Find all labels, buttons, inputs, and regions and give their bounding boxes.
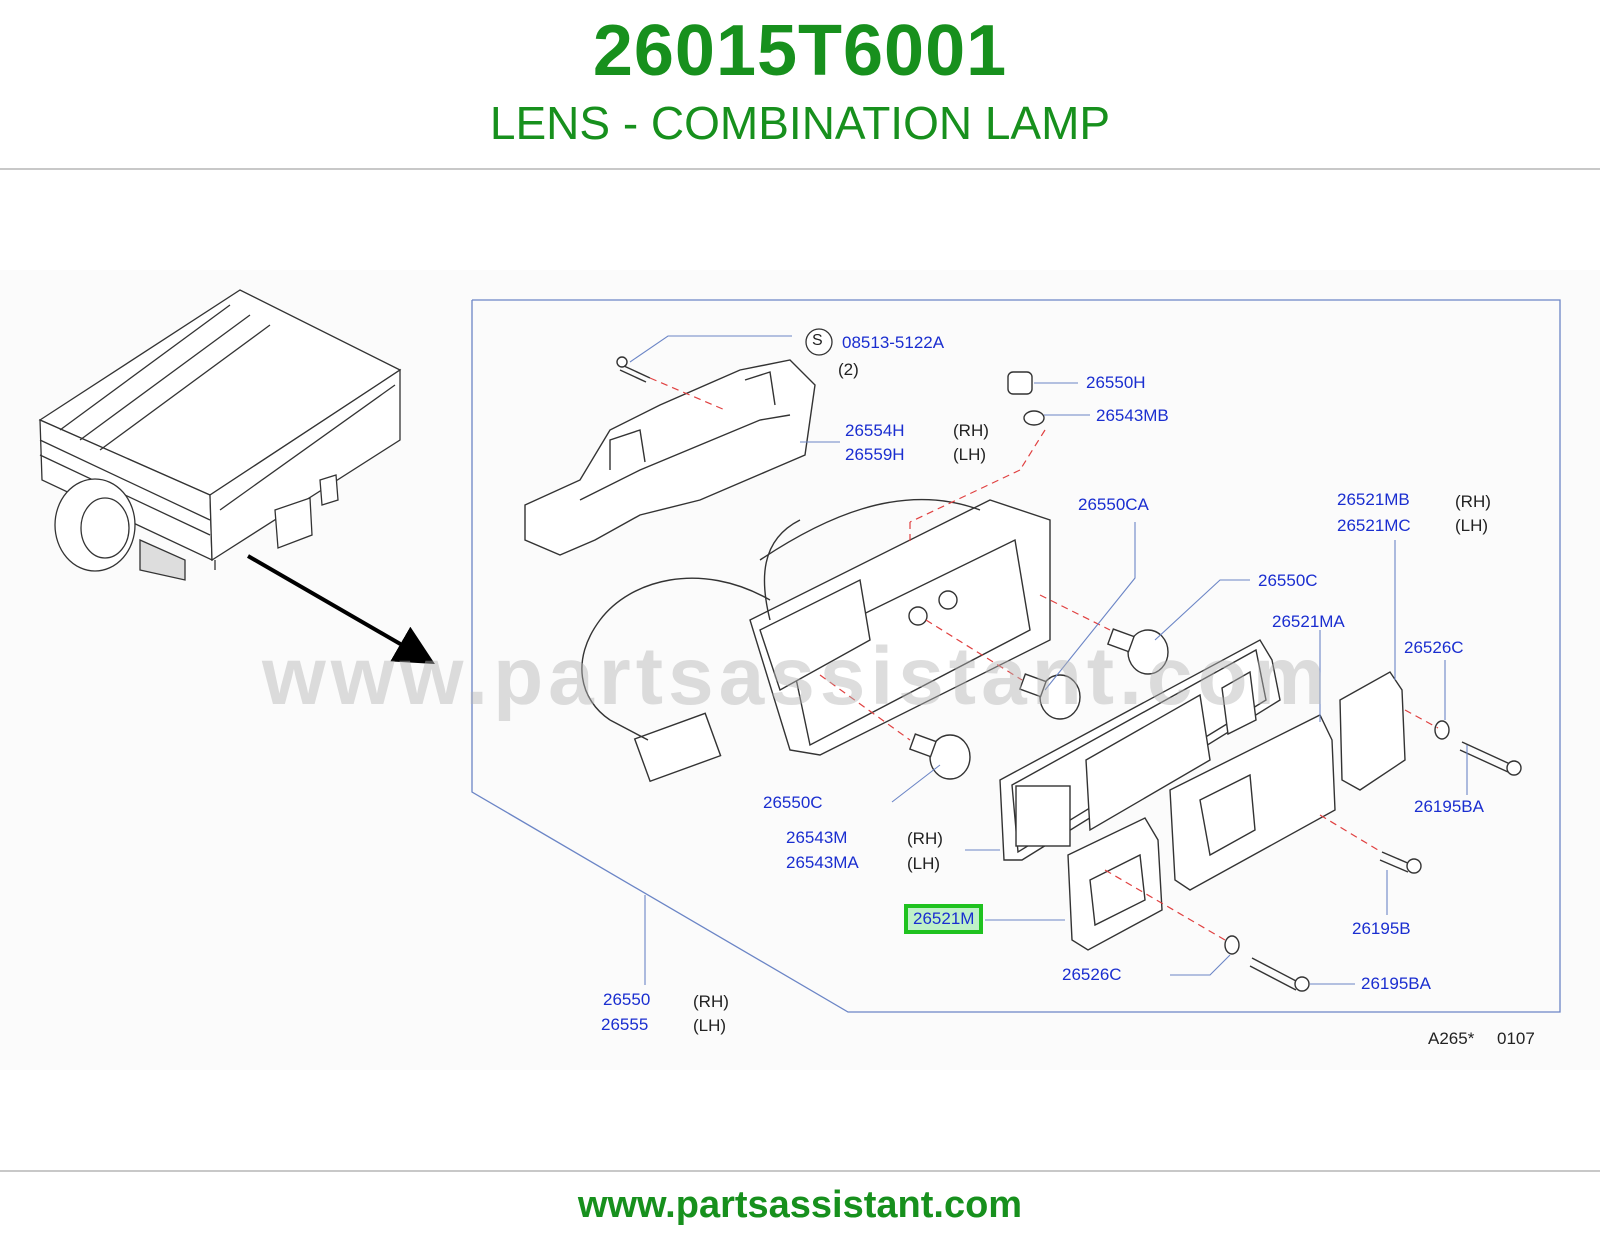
callout-26195B[interactable]: 26195B bbox=[1352, 919, 1411, 938]
footer-divider bbox=[0, 1170, 1600, 1172]
diagram-date: 0107 bbox=[1497, 1029, 1535, 1048]
callout-26521M[interactable]: 26521M bbox=[913, 909, 975, 928]
wire-harness bbox=[581, 498, 981, 783]
screw-symbol: S bbox=[812, 332, 823, 349]
part-number: 26015T6001 bbox=[592, 11, 1008, 91]
assembly-frame bbox=[471, 299, 1561, 1013]
callout-26555[interactable]: 26555 bbox=[601, 1015, 649, 1034]
footer-url[interactable]: www.partsassistant.com bbox=[577, 1184, 1023, 1226]
lens-left bbox=[1067, 817, 1163, 951]
side-rh: (RH) bbox=[693, 992, 729, 1011]
callout-quantity: (2) bbox=[838, 360, 859, 379]
side-lh: (LH) bbox=[907, 854, 941, 873]
callout-26550C-upper[interactable]: 26550C bbox=[1258, 571, 1318, 590]
fasteners bbox=[1224, 720, 1522, 992]
callout-26521MB[interactable]: 26521MB bbox=[1337, 490, 1410, 509]
location-arrow bbox=[246, 554, 435, 665]
callout-08513-5122A[interactable]: 08513-5122A bbox=[842, 333, 945, 352]
page-header: 26015T6001 LENS - COMBINATION LAMP bbox=[0, 0, 1600, 168]
callout-26559H[interactable]: 26559H bbox=[845, 445, 905, 464]
callout-26543MA[interactable]: 26543MA bbox=[786, 853, 859, 872]
side-rh: (RH) bbox=[1455, 492, 1491, 511]
side-rh: (RH) bbox=[953, 421, 989, 440]
truck-illustration bbox=[38, 289, 402, 581]
lamp-housing bbox=[749, 499, 1051, 756]
socket-26550H bbox=[1007, 371, 1045, 426]
callout-26543MB[interactable]: 26543MB bbox=[1096, 406, 1169, 425]
callout-26195BA-lower[interactable]: 26195BA bbox=[1361, 974, 1431, 993]
callout-26526C-upper[interactable]: 26526C bbox=[1404, 638, 1464, 657]
callout-26550C-lower[interactable]: 26550C bbox=[763, 793, 823, 812]
part-title: LENS - COMBINATION LAMP bbox=[489, 97, 1111, 149]
lens-right bbox=[1339, 671, 1406, 791]
callout-26195BA-upper[interactable]: 26195BA bbox=[1414, 797, 1484, 816]
callout-26521MC[interactable]: 26521MC bbox=[1337, 516, 1411, 535]
service-part-symbol bbox=[805, 328, 833, 356]
highlighted-part-box[interactable]: 26521M bbox=[904, 904, 984, 934]
callout-26521MA[interactable]: 26521MA bbox=[1272, 612, 1345, 631]
bracket-part bbox=[524, 359, 816, 556]
side-rh: (RH) bbox=[907, 829, 943, 848]
callout-26550H[interactable]: 26550H bbox=[1086, 373, 1146, 392]
diagram-code: A265* bbox=[1428, 1029, 1475, 1048]
side-lh: (LH) bbox=[693, 1016, 727, 1035]
bulbs bbox=[908, 628, 1169, 780]
gasket bbox=[999, 639, 1281, 861]
header-divider bbox=[0, 168, 1600, 170]
callout-26550[interactable]: 26550 bbox=[603, 990, 651, 1009]
callout-26526C-lower[interactable]: 26526C bbox=[1062, 965, 1122, 984]
callout-26550CA[interactable]: 26550CA bbox=[1078, 495, 1149, 514]
side-lh: (LH) bbox=[953, 445, 987, 464]
leader-lines bbox=[629, 335, 1468, 985]
callout-26554H[interactable]: 26554H bbox=[845, 421, 905, 440]
callout-26543M[interactable]: 26543M bbox=[786, 828, 848, 847]
screw-08513 bbox=[616, 356, 651, 383]
side-lh: (LH) bbox=[1455, 516, 1489, 535]
watermark: www.partsassistant.com bbox=[262, 631, 1331, 722]
